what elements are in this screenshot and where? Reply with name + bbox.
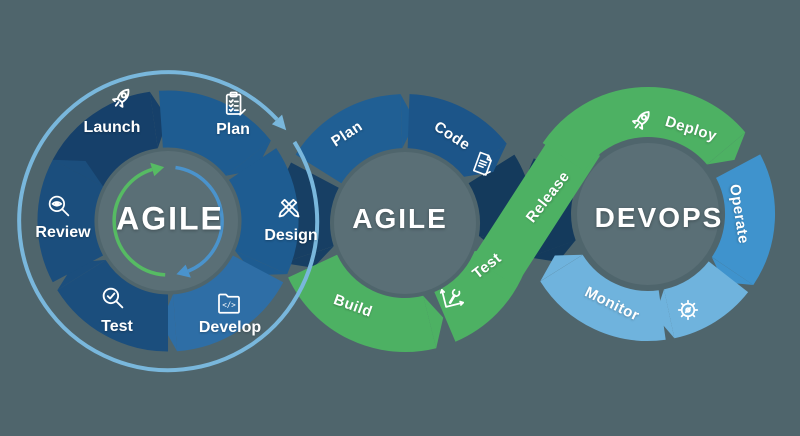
svg-text:</>: </> — [222, 301, 236, 310]
document-pencil-icon — [465, 146, 501, 182]
step-label-launch: Launch — [83, 119, 141, 136]
rocket-icon — [100, 78, 142, 120]
infinity-devops-title: DEVOPS — [594, 202, 724, 233]
agile-cycle-title: AGILE — [116, 200, 224, 237]
step-label-design: Design — [264, 227, 318, 244]
step-label-develop: Develop — [198, 319, 262, 336]
rocket-icon — [620, 100, 662, 142]
gear-wrench-icon — [673, 295, 703, 325]
chart-wrench-icon — [434, 279, 470, 315]
design-tools-icon — [274, 192, 304, 222]
infinity-agile-title: AGILE — [352, 203, 448, 234]
step-label-test: Test — [101, 318, 133, 335]
clipboard-icon — [218, 89, 248, 119]
step-label-plan: Plan — [216, 121, 250, 138]
step-label-review: Review — [35, 224, 91, 241]
eye-magnifier-icon — [44, 191, 74, 221]
magnifier-check-icon — [98, 283, 128, 313]
code-folder-icon: </> — [214, 288, 244, 318]
